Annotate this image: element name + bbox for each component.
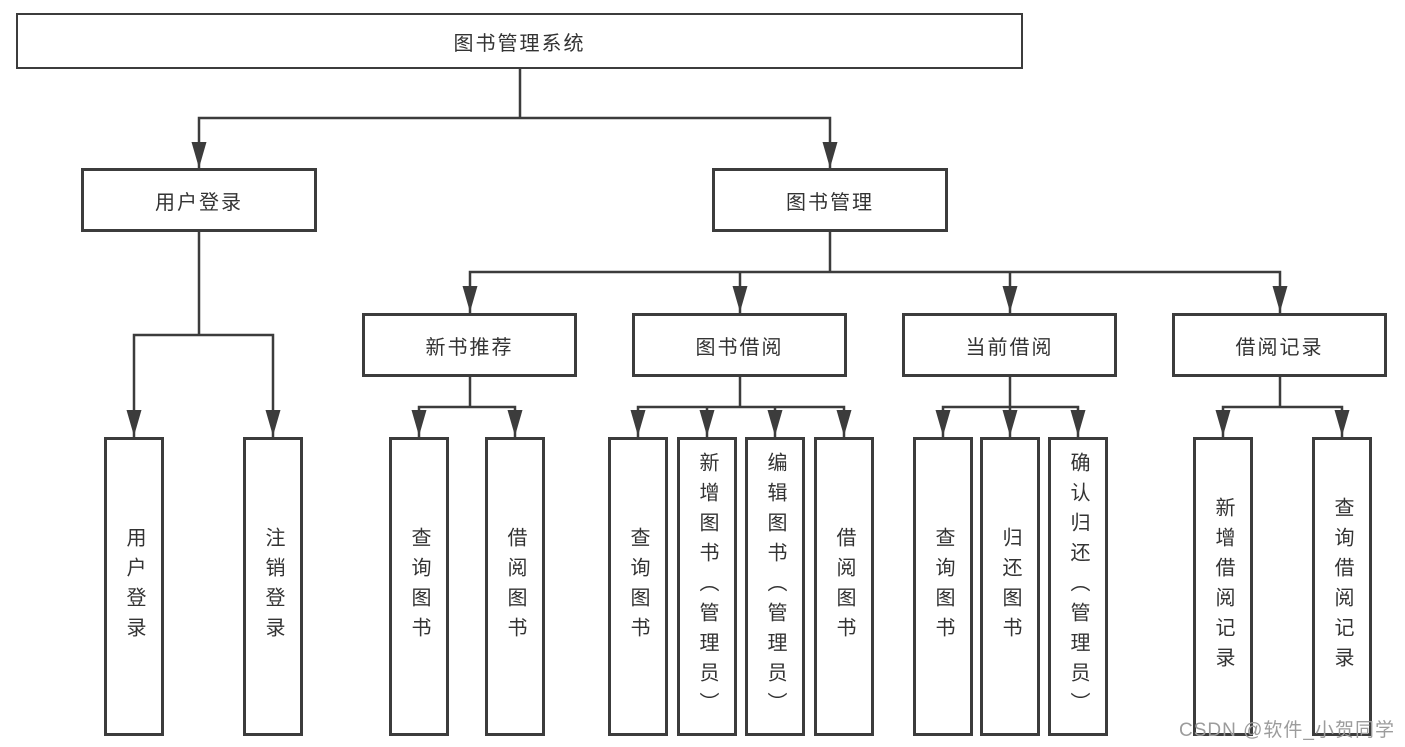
node-new-book-recommendation: 新书推荐 bbox=[362, 313, 577, 377]
leaf-recommend-borrow-books: 借阅图书 bbox=[485, 437, 545, 736]
node-label: 新增借阅记录 bbox=[1212, 496, 1234, 677]
leaf-recommend-query-books: 查询图书 bbox=[389, 437, 449, 736]
leaf-records-query-borrow-record: 查询借阅记录 bbox=[1312, 437, 1372, 736]
node-label: 新书推荐 bbox=[425, 336, 514, 359]
leaf-borrow-borrow-books: 借阅图书 bbox=[814, 437, 874, 736]
node-label: 归还图书 bbox=[999, 526, 1021, 647]
connector-arrowheads bbox=[126, 142, 1350, 436]
node-label: 借阅记录 bbox=[1235, 336, 1324, 359]
leaf-records-add-borrow-record: 新增借阅记录 bbox=[1193, 437, 1253, 736]
leaf-current-confirm-return-admin: 确认归还（管理员） bbox=[1048, 437, 1108, 736]
leaf-borrow-edit-books-admin: 编辑图书（管理员） bbox=[745, 437, 805, 736]
leaf-borrow-query-books: 查询图书 bbox=[608, 437, 668, 736]
node-label: 图书管理系统 bbox=[453, 32, 586, 55]
leaf-current-return-books: 归还图书 bbox=[980, 437, 1040, 736]
leaf-current-query-books: 查询图书 bbox=[913, 437, 973, 736]
node-label: 查询图书 bbox=[627, 526, 649, 647]
leaf-borrow-add-books-admin: 新增图书（管理员） bbox=[677, 437, 737, 736]
node-label: 查询图书 bbox=[408, 526, 430, 647]
node-label: 图书管理 bbox=[786, 191, 874, 214]
watermark: CSDN @软件_小贺同学 bbox=[1179, 720, 1395, 741]
node-label: 注销登录 bbox=[262, 526, 284, 647]
connector-lines bbox=[132, 67, 1344, 438]
leaf-user-login: 用户登录 bbox=[104, 437, 164, 736]
node-label: 用户登录 bbox=[155, 191, 243, 214]
node-label: 借阅图书 bbox=[504, 526, 526, 647]
node-book-borrowing: 图书借阅 bbox=[632, 313, 847, 377]
node-label: 图书借阅 bbox=[695, 336, 784, 359]
leaf-logout: 注销登录 bbox=[243, 437, 303, 736]
node-label: 查询借阅记录 bbox=[1331, 496, 1353, 677]
node-label: 查询图书 bbox=[932, 526, 954, 647]
node-label: 借阅图书 bbox=[833, 526, 855, 647]
node-label: 编辑图书（管理员） bbox=[764, 451, 786, 722]
node-current-borrowing: 当前借阅 bbox=[902, 313, 1117, 377]
node-label: 确认归还（管理员） bbox=[1067, 451, 1089, 722]
node-library-management-system: 图书管理系统 bbox=[16, 13, 1023, 69]
node-borrowing-records: 借阅记录 bbox=[1172, 313, 1387, 377]
node-label: 当前借阅 bbox=[965, 336, 1054, 359]
node-book-management: 图书管理 bbox=[712, 168, 948, 232]
node-label: 用户登录 bbox=[123, 526, 145, 647]
node-label: 新增图书（管理员） bbox=[696, 451, 718, 722]
node-user-login: 用户登录 bbox=[81, 168, 317, 232]
